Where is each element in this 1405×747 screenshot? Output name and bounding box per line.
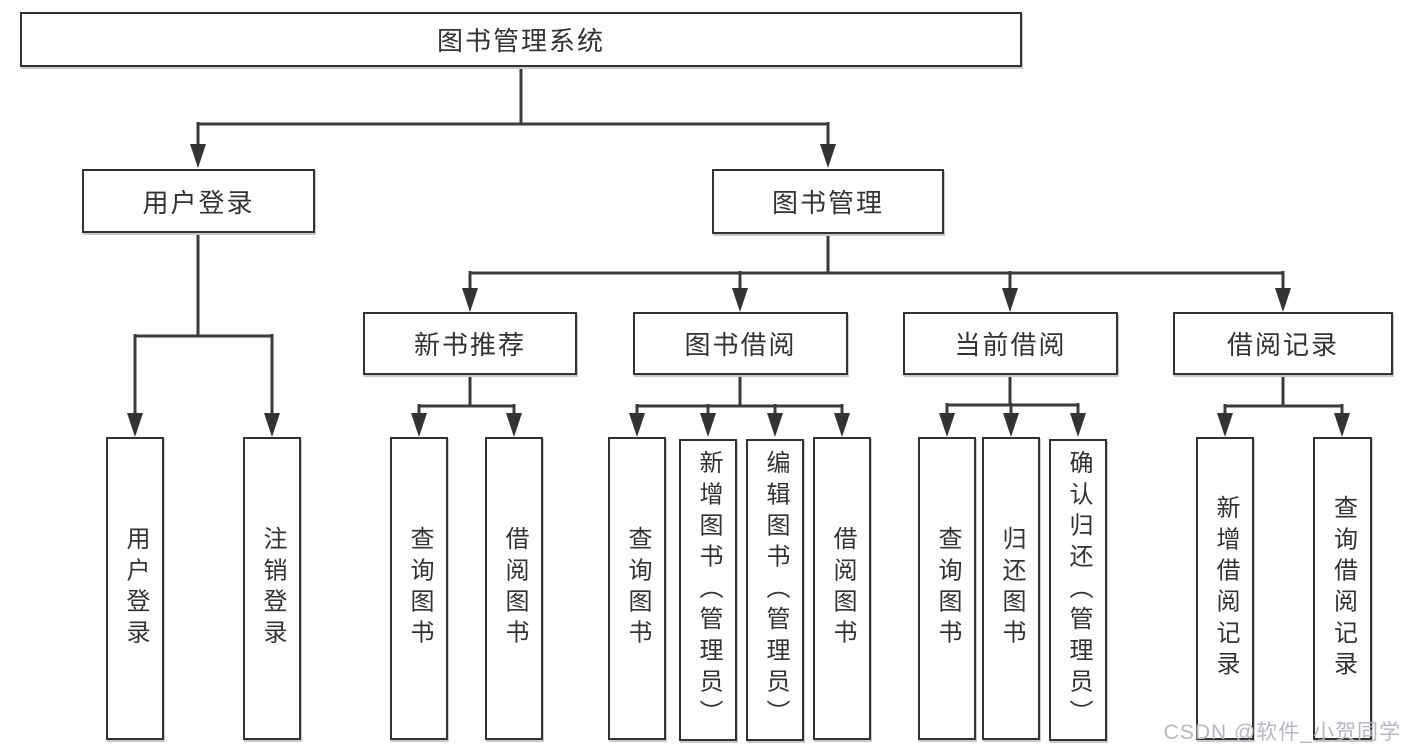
- node-label: 借阅图书: [829, 526, 856, 651]
- arrowheads: [127, 144, 1350, 437]
- leaf-edit-books-admin: 编辑图书（管理员）: [746, 439, 804, 741]
- node-user-login: 用户登录: [82, 169, 315, 233]
- leaf-borrow-books-1: 借阅图书: [485, 437, 543, 740]
- node-label: 用户登录: [142, 187, 255, 218]
- node-label: 查询图书: [406, 526, 433, 651]
- node-label: 查询借阅记录: [1329, 494, 1357, 683]
- leaf-confirm-return-admin: 确认归还（管理员）: [1049, 439, 1107, 741]
- node-label: 注销登录: [259, 526, 286, 651]
- node-library-management-system: 图书管理系统: [20, 12, 1022, 67]
- node-current-borrowing: 当前借阅: [903, 312, 1118, 375]
- node-book-borrowing: 图书借阅: [633, 312, 848, 375]
- leaf-return-books: 归还图书: [982, 437, 1040, 740]
- node-label: 新书推荐: [413, 330, 526, 360]
- node-label: 借阅记录: [1226, 330, 1339, 360]
- node-label: 查询图书: [624, 526, 651, 651]
- node-borrowing-records: 借阅记录: [1173, 312, 1393, 375]
- node-label: 编辑图书（管理员）: [762, 449, 789, 731]
- leaf-logout: 注销登录: [243, 437, 301, 740]
- node-label: 当前借阅: [954, 330, 1067, 360]
- node-label: 新增图书（管理员）: [695, 449, 722, 731]
- node-label: 图书管理系统: [436, 26, 605, 56]
- node-label: 图书借阅: [684, 330, 797, 360]
- leaf-query-books-1: 查询图书: [390, 437, 448, 740]
- node-label: 借阅图书: [501, 526, 528, 651]
- node-label: 确认归还（管理员）: [1065, 449, 1092, 731]
- leaf-query-books-3: 查询图书: [918, 437, 976, 740]
- leaf-user-login: 用户登录: [106, 437, 164, 740]
- node-label: 用户登录: [122, 526, 149, 651]
- node-label: 归还图书: [998, 526, 1025, 651]
- node-book-management: 图书管理: [712, 169, 944, 234]
- leaf-add-books-admin: 新增图书（管理员）: [679, 439, 737, 741]
- node-new-book-recommendation: 新书推荐: [363, 312, 577, 375]
- node-label: 查询图书: [934, 526, 961, 651]
- leaf-borrow-books-2: 借阅图书: [813, 437, 871, 740]
- leaf-query-books-2: 查询图书: [608, 437, 666, 740]
- node-label: 新增借阅记录: [1212, 494, 1239, 683]
- leaf-query-borrow-record: 查询借阅记录: [1313, 437, 1372, 740]
- csdn-watermark: CSDN @软件_小贺同学: [1163, 721, 1401, 744]
- node-label: 图书管理: [771, 188, 884, 218]
- leaf-add-borrow-record: 新增借阅记录: [1196, 437, 1254, 740]
